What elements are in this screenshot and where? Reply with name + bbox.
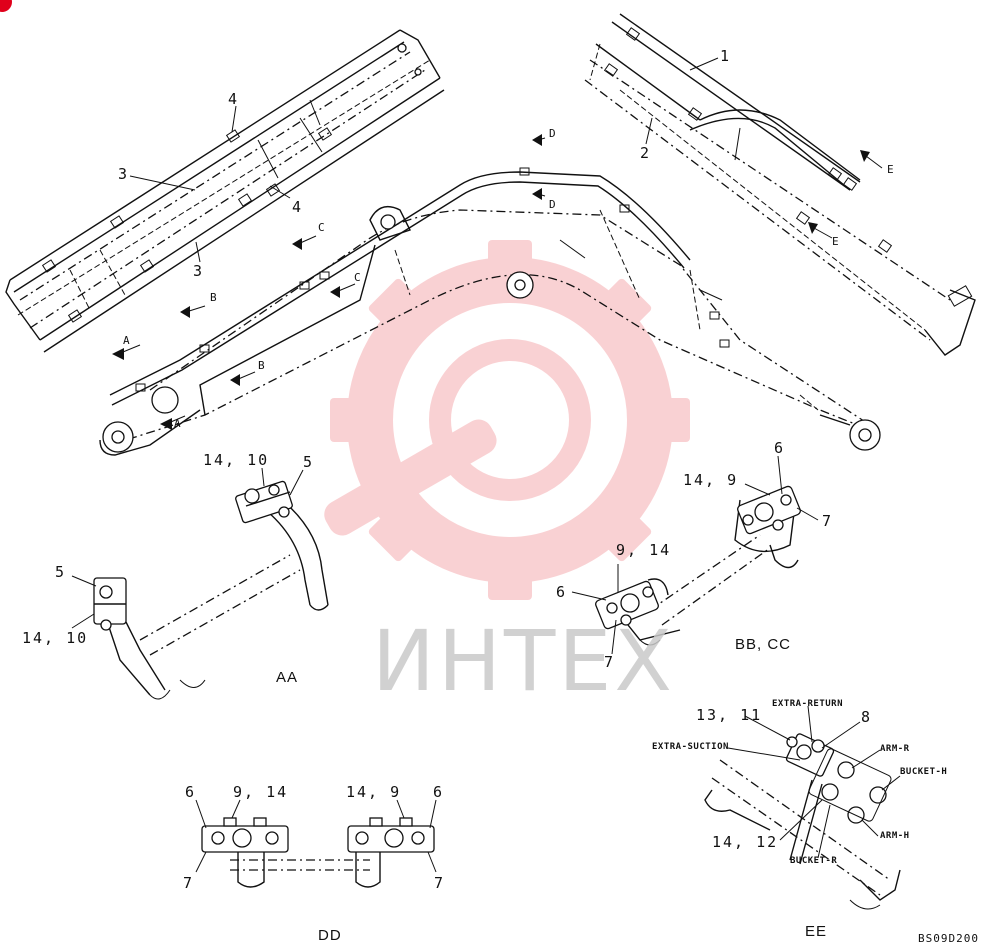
ee-arm-r-label: ARM-R bbox=[880, 744, 910, 754]
dd-caption: DD bbox=[318, 927, 342, 944]
ee-bucket-h-label: BUCKET-H bbox=[900, 767, 948, 777]
corner-marker bbox=[0, 0, 12, 12]
aa-bot-ref-label: 14, 10 bbox=[22, 629, 89, 647]
bbcc-mid-part2-label: 7 bbox=[604, 653, 616, 671]
ee-extra-suction-label: EXTRA-SUCTION bbox=[652, 742, 729, 752]
ee-ref1-label: 13, 11 bbox=[696, 706, 763, 724]
dd-left-ref-label: 9, 14 bbox=[233, 783, 289, 801]
bbcc-mid-part-label: 6 bbox=[556, 583, 568, 601]
aa-top-ref-label: 14, 10 bbox=[203, 451, 270, 469]
view-b1-label: B bbox=[210, 291, 218, 304]
ee-ref2-label: 14, 12 bbox=[712, 833, 779, 851]
part-1-label: 1 bbox=[720, 47, 732, 65]
watermark-text: ИНТЕХ bbox=[372, 612, 675, 710]
part-4b-label: 4 bbox=[292, 198, 304, 216]
bbcc-mid-ref-label: 9, 14 bbox=[616, 541, 672, 559]
bbcc-top-part2-label: 7 bbox=[822, 512, 834, 530]
bbcc-top-ref-label: 14, 9 bbox=[683, 471, 739, 489]
part-4a-label: 4 bbox=[228, 90, 240, 108]
aa-bot-part-label: 5 bbox=[55, 563, 67, 581]
bbcc-top-part-label: 6 bbox=[774, 439, 786, 457]
ee-arm-h-label: ARM-H bbox=[880, 831, 910, 841]
view-arrows bbox=[112, 134, 883, 430]
view-a2-label: A bbox=[174, 417, 182, 430]
view-c1-label: C bbox=[318, 221, 326, 234]
view-d2-label: D bbox=[549, 198, 557, 211]
detail-ee bbox=[704, 705, 901, 910]
part-3a-label: 3 bbox=[118, 165, 130, 183]
ee-part8-label: 8 bbox=[861, 708, 873, 726]
arm-right-assembly bbox=[584, 13, 976, 356]
dd-right-part-label: 6 bbox=[433, 783, 445, 801]
view-e2-label: E bbox=[832, 235, 840, 248]
view-c2-label: C bbox=[354, 271, 362, 284]
ee-extra-return-label: EXTRA-RETURN bbox=[772, 699, 844, 709]
view-e1-label: E bbox=[887, 163, 895, 176]
aa-top-part-label: 5 bbox=[303, 453, 315, 471]
detail-bbcc bbox=[571, 455, 819, 655]
aa-caption: AA bbox=[276, 669, 299, 686]
drawing-code: BS09D200 bbox=[918, 932, 979, 945]
view-b2-label: B bbox=[258, 359, 266, 372]
ee-caption: EE bbox=[805, 923, 828, 940]
view-d1-label: D bbox=[549, 127, 557, 140]
detail-dd bbox=[195, 799, 437, 888]
part-2-label: 2 bbox=[640, 144, 652, 162]
part-3b-label: 3 bbox=[193, 262, 205, 280]
detail-aa bbox=[71, 467, 329, 700]
arm-left-assembly bbox=[5, 29, 445, 353]
dd-right-ref-label: 14, 9 bbox=[346, 783, 402, 801]
dd-right-part2-label: 7 bbox=[434, 874, 446, 892]
leader-lines bbox=[129, 57, 719, 263]
dd-left-part2-label: 7 bbox=[183, 874, 195, 892]
boom-assembly bbox=[99, 167, 881, 456]
dd-left-part-label: 6 bbox=[185, 783, 197, 801]
view-a1-label: A bbox=[123, 334, 131, 347]
bbcc-caption: BB, CC bbox=[735, 636, 792, 653]
ee-bucket-r-label: BUCKET-R bbox=[790, 856, 838, 866]
